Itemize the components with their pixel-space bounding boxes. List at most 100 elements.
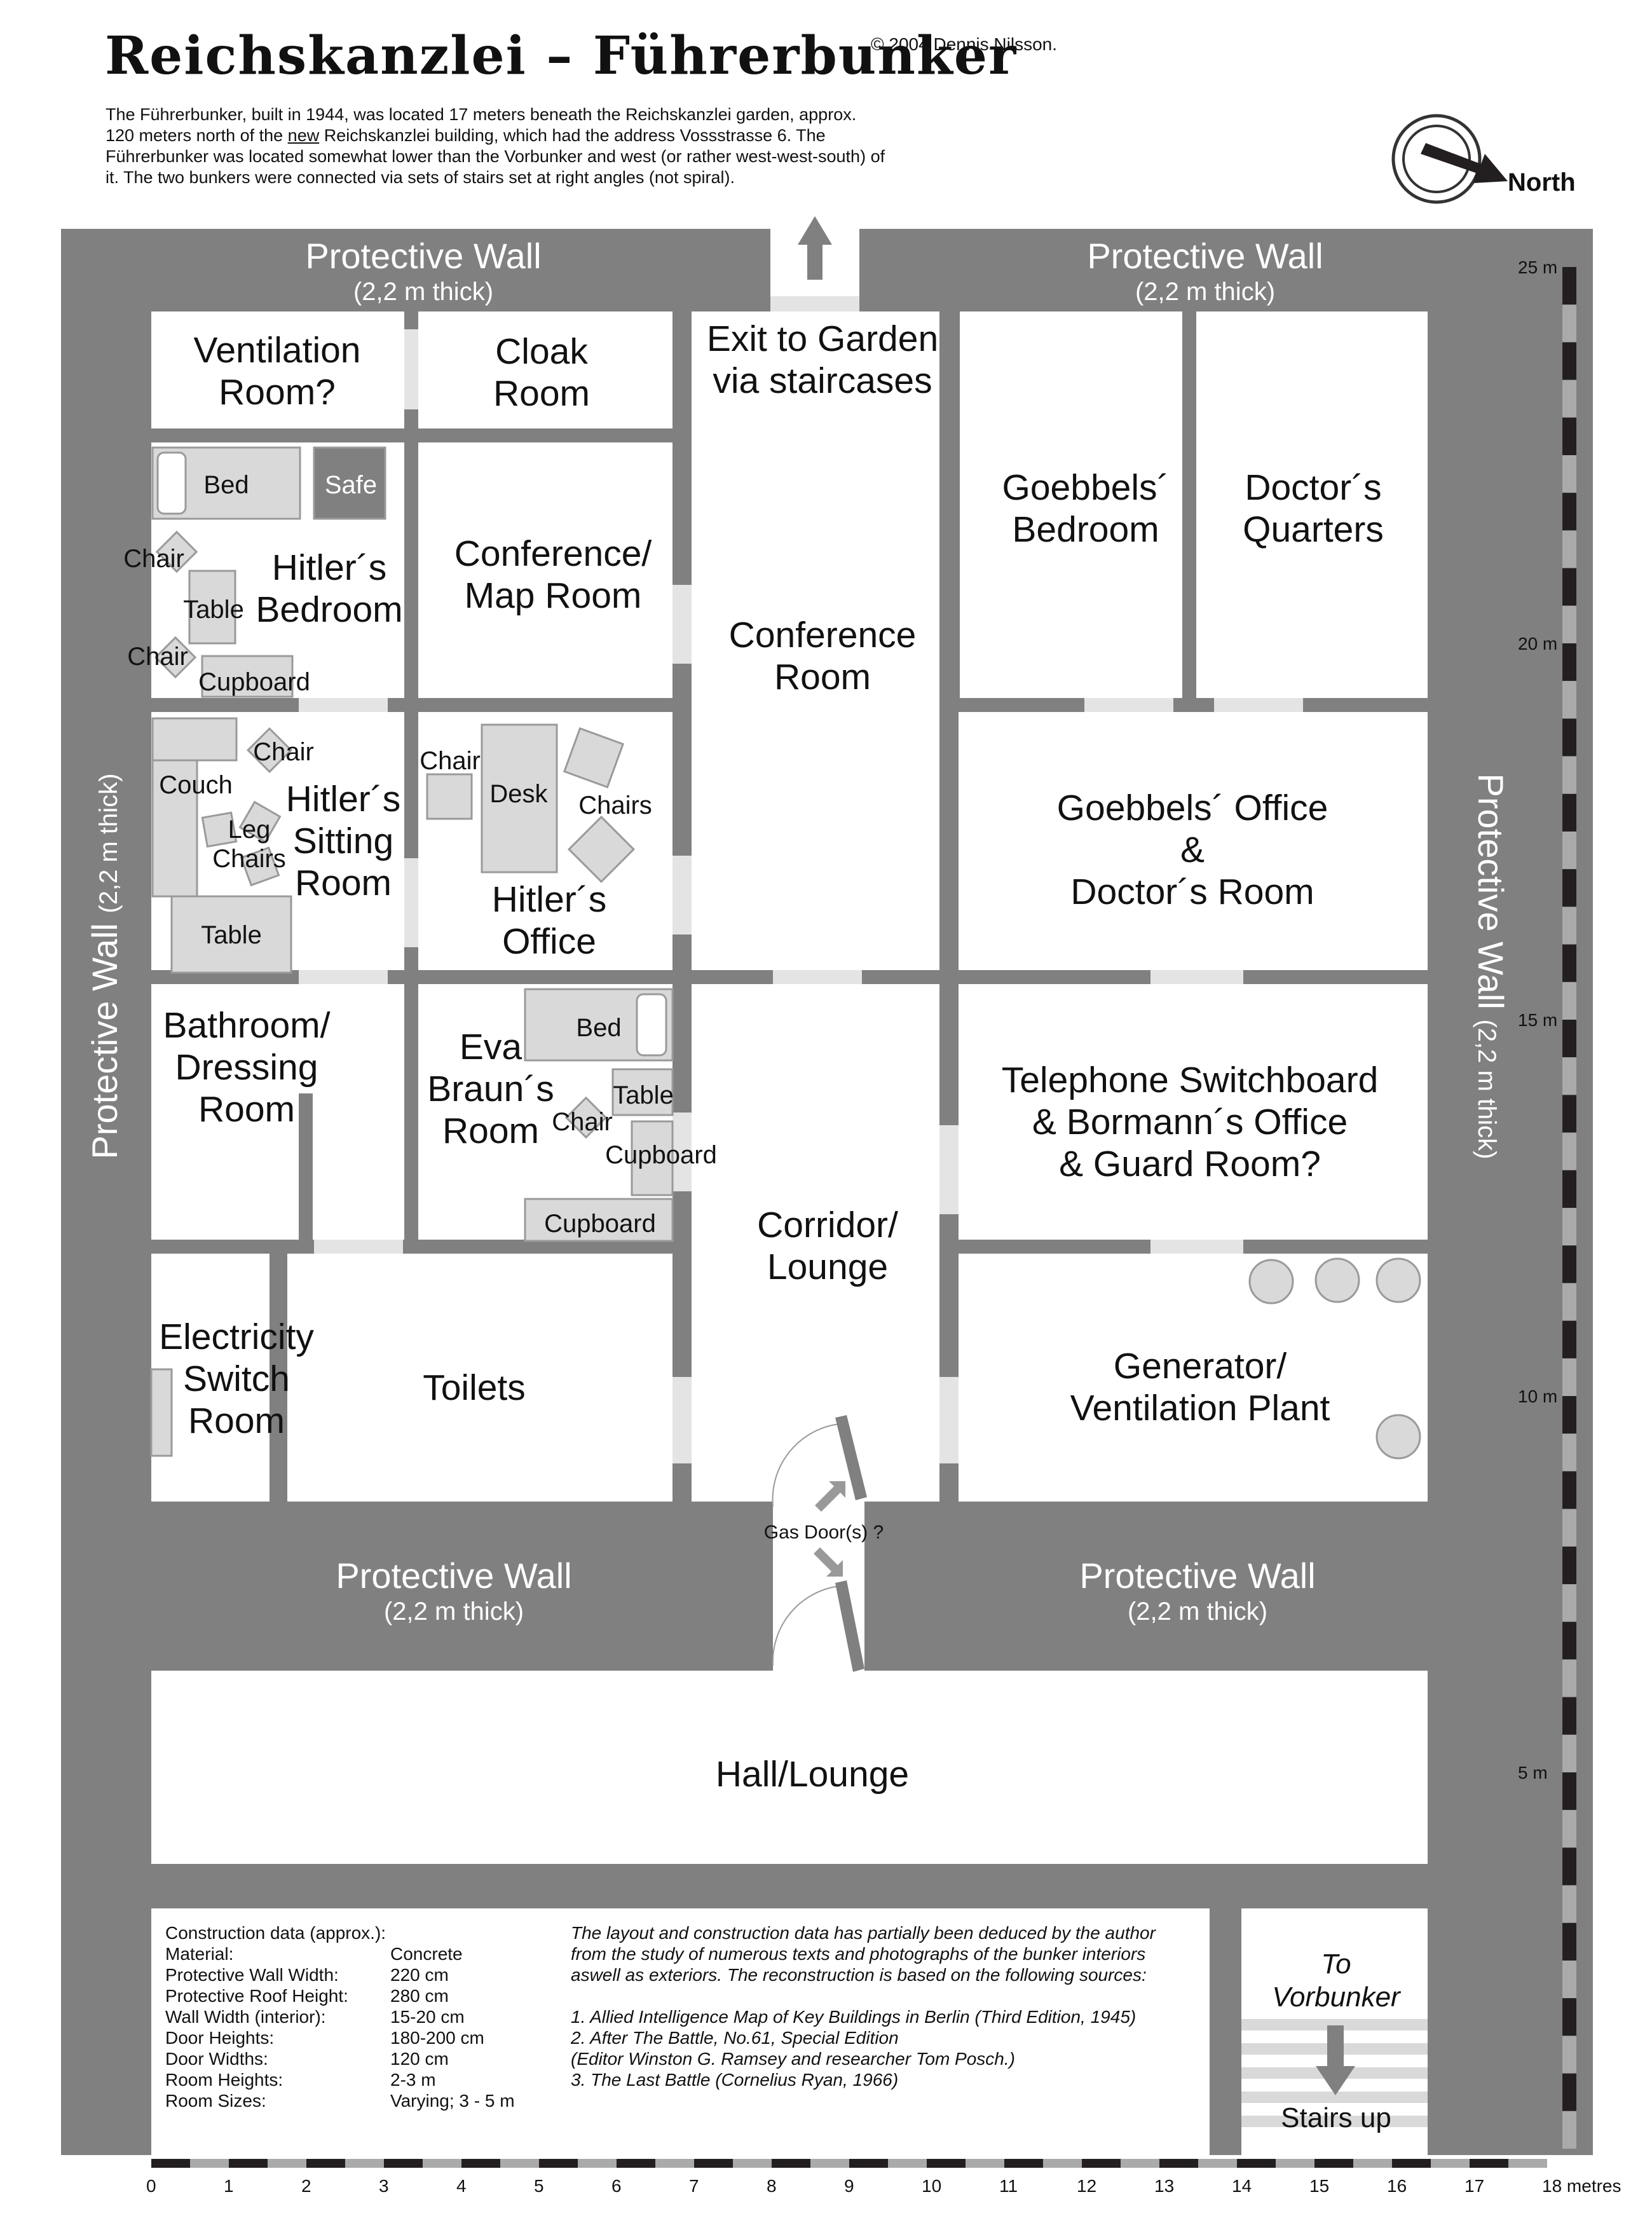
scale-segment	[1237, 2159, 1276, 2168]
scale-segment	[1562, 1358, 1576, 1396]
scale-segment	[578, 2159, 617, 2168]
scale-segment	[1562, 756, 1576, 794]
table-label: Table	[201, 921, 262, 949]
scale-y-tick: 20 m	[1518, 634, 1557, 654]
table-label: Table	[183, 596, 244, 624]
wall-top-left-sub: (2,2 m thick)	[353, 278, 493, 306]
scale-segment	[1562, 1734, 1576, 1772]
scale-segment	[1562, 1998, 1576, 2036]
scale-segment	[849, 2159, 888, 2168]
switch-panel	[150, 1368, 173, 1457]
construction-key: Door Heights:	[165, 2028, 274, 2048]
arrow-icon	[815, 1481, 845, 1512]
machine	[1314, 1257, 1360, 1303]
north-label: North	[1508, 168, 1576, 196]
scale-segment	[539, 2159, 578, 2168]
scale-segment	[1562, 605, 1576, 643]
scale-segment	[1562, 1772, 1576, 1811]
scale-x-tick: 15	[1309, 2176, 1329, 2196]
sources-line: 3. The Last Battle (Cornelius Ryan, 1966…	[571, 2070, 898, 2090]
scale-y-tick: 10 m	[1518, 1386, 1557, 1406]
scale-x-tick: 9	[844, 2176, 854, 2196]
desk	[481, 723, 558, 873]
scale-x-tick: 13	[1154, 2176, 1174, 2196]
wall-bottom-right-sub: (2,2 m thick)	[1128, 1598, 1267, 1626]
construction-data: Construction data (approx.): Material:Co…	[165, 1923, 515, 2111]
room-toilets: Toilets	[423, 1367, 526, 1408]
chair	[564, 1096, 608, 1139]
chair-label: Chair	[127, 643, 188, 671]
wall-labels: Protective Wall (2,2 m thick) Protective…	[85, 236, 1511, 1626]
scale-segment	[1562, 1961, 1576, 1999]
chair	[154, 636, 197, 679]
scale-segment	[966, 2159, 1004, 2168]
chair	[155, 530, 198, 573]
scale-segment	[1562, 305, 1576, 343]
leg-chairs-label-1: Leg	[228, 816, 271, 844]
scale-x-tick: 5	[534, 2176, 544, 2196]
scale-x-tick: 11	[999, 2176, 1018, 2196]
wall-bottom-left-label: Protective Wall	[336, 1556, 571, 1596]
machine	[1248, 1259, 1294, 1304]
construction-key: Material:	[165, 1944, 233, 1964]
scale-segment	[655, 2159, 694, 2168]
garden-exit-door	[770, 296, 859, 312]
scale-segment	[1198, 2159, 1237, 2168]
scale-segment	[151, 2159, 190, 2168]
scale-segment	[1121, 2159, 1159, 2168]
scale-segment	[733, 2159, 772, 2168]
chair	[426, 773, 473, 820]
chairs-label: Chairs	[578, 791, 652, 819]
scale-segment	[1562, 869, 1576, 907]
construction-key: Protective Wall Width:	[165, 1965, 339, 1985]
room-telephone: Telephone Switchboard& Bormann´s Office&…	[1002, 1060, 1379, 1184]
construction-value: 2-3 m	[390, 2070, 436, 2090]
leg-chair	[238, 800, 282, 844]
sources-line: from the study of numerous texts and pho…	[571, 1944, 1145, 1964]
cupboard-label: Cupboard	[544, 1210, 656, 1238]
scale-segment	[500, 2159, 539, 2168]
wall-right-label: Protective Wall (2,2 m thick)	[1471, 774, 1511, 1160]
scale-segment	[1562, 1659, 1576, 1697]
scale-segment	[1562, 2073, 1576, 2111]
wall-top-right-sub: (2,2 m thick)	[1135, 278, 1275, 306]
scale-x-tick: 18 metres	[1542, 2176, 1621, 2196]
scale-x-tick: 4	[456, 2176, 467, 2196]
machine	[1376, 1414, 1421, 1460]
table-label: Table	[613, 1081, 674, 1109]
construction-value: 280 cm	[390, 1986, 449, 2006]
scale-y-tick: 5 m	[1518, 1763, 1548, 1783]
scale-segment	[423, 2159, 461, 2168]
wall-left-label: Protective Wall (2,2 m thick)	[85, 774, 125, 1160]
scale-x-tick: 2	[301, 2176, 311, 2196]
page-title: Reichskanzlei – Führerbunker	[105, 25, 1018, 86]
construction-value: 120 cm	[390, 2049, 449, 2069]
scale-segment	[1392, 2159, 1431, 2168]
scale-segment	[1353, 2159, 1392, 2168]
scale-segment	[1562, 1622, 1576, 1660]
construction-key: Protective Roof Height:	[165, 1986, 348, 2006]
construction-value: Varying; 3 - 5 m	[390, 2091, 515, 2111]
scale-x-tick: 3	[379, 2176, 389, 2196]
scale-segment	[1276, 2159, 1314, 2168]
construction-value: 180-200 cm	[390, 2028, 484, 2048]
scale-segment	[1562, 1697, 1576, 1735]
scale-segment	[1562, 1584, 1576, 1622]
scale-segment	[1562, 493, 1576, 531]
scale-segment	[1562, 568, 1576, 606]
bed-label: Bed	[203, 471, 249, 499]
leg-chairs-label-2: Chairs	[212, 845, 286, 873]
room-conference-map: Conference/Map Room	[454, 533, 652, 616]
cupboard	[524, 1198, 674, 1242]
construction-key: Wall Width (interior):	[165, 2007, 326, 2027]
machine	[1376, 1257, 1421, 1303]
scale-x-tick: 17	[1464, 2176, 1484, 2196]
